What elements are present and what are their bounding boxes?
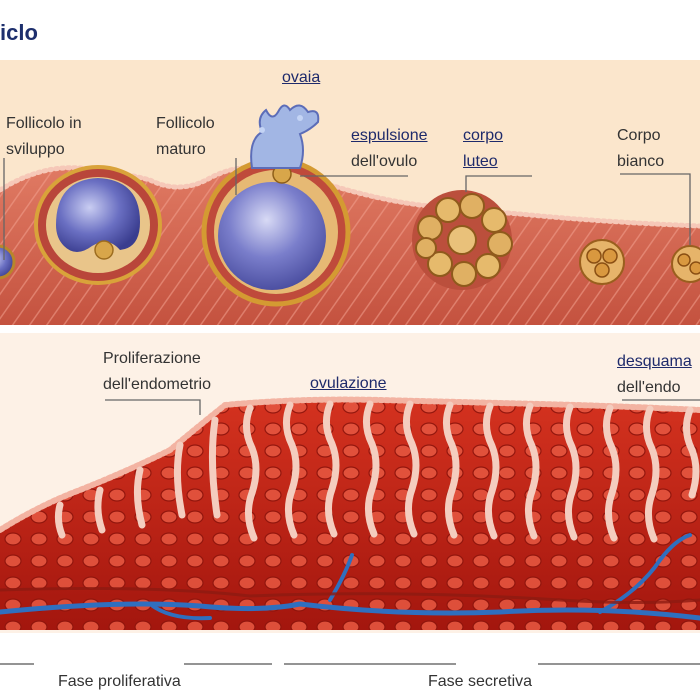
corpus-albicans bbox=[579, 239, 700, 285]
label-desquama-1: desquama bbox=[617, 353, 692, 370]
follicle-developing bbox=[56, 178, 140, 252]
label-ovulazione: ovulazione bbox=[310, 375, 387, 392]
label-corpo-bianco-1: Corpo bbox=[617, 127, 661, 144]
label-espulsione-1: espulsione bbox=[351, 127, 428, 144]
corpus-luteum bbox=[412, 190, 513, 290]
leader-lines-endometrium bbox=[105, 399, 700, 415]
label-corpo-luteo-2: luteo bbox=[463, 153, 498, 170]
label-corpo-luteo-1: corpo bbox=[463, 127, 504, 144]
label-ovaia: ovaia bbox=[282, 69, 321, 86]
leader-lines-ovary bbox=[3, 158, 691, 260]
label-espulsione-2: dell'ovulo bbox=[351, 153, 418, 170]
phase-secretiva: Fase secretiva bbox=[428, 673, 533, 690]
label-desquama-2: dell'endo bbox=[617, 379, 681, 396]
label-follicolo-sviluppo-2: sviluppo bbox=[6, 141, 65, 158]
follicle-mature bbox=[218, 182, 326, 290]
endometrial-glands bbox=[54, 400, 700, 543]
label-follicolo-maturo-2: maturo bbox=[156, 141, 206, 158]
page-title: iclo bbox=[0, 20, 38, 45]
label-corpo-bianco-2: bianco bbox=[617, 153, 665, 170]
label-proliferazione-2: dell'endometrio bbox=[103, 376, 212, 393]
label-follicolo-sviluppo-1: Follicolo in bbox=[6, 115, 82, 132]
label-follicolo-maturo-1: Follicolo bbox=[156, 115, 215, 132]
blood-vessels bbox=[0, 533, 700, 621]
phase-proliferativa: Fase proliferativa bbox=[58, 673, 181, 690]
label-proliferazione-1: Proliferazione bbox=[103, 350, 201, 367]
ovule-expulsion bbox=[250, 104, 320, 169]
